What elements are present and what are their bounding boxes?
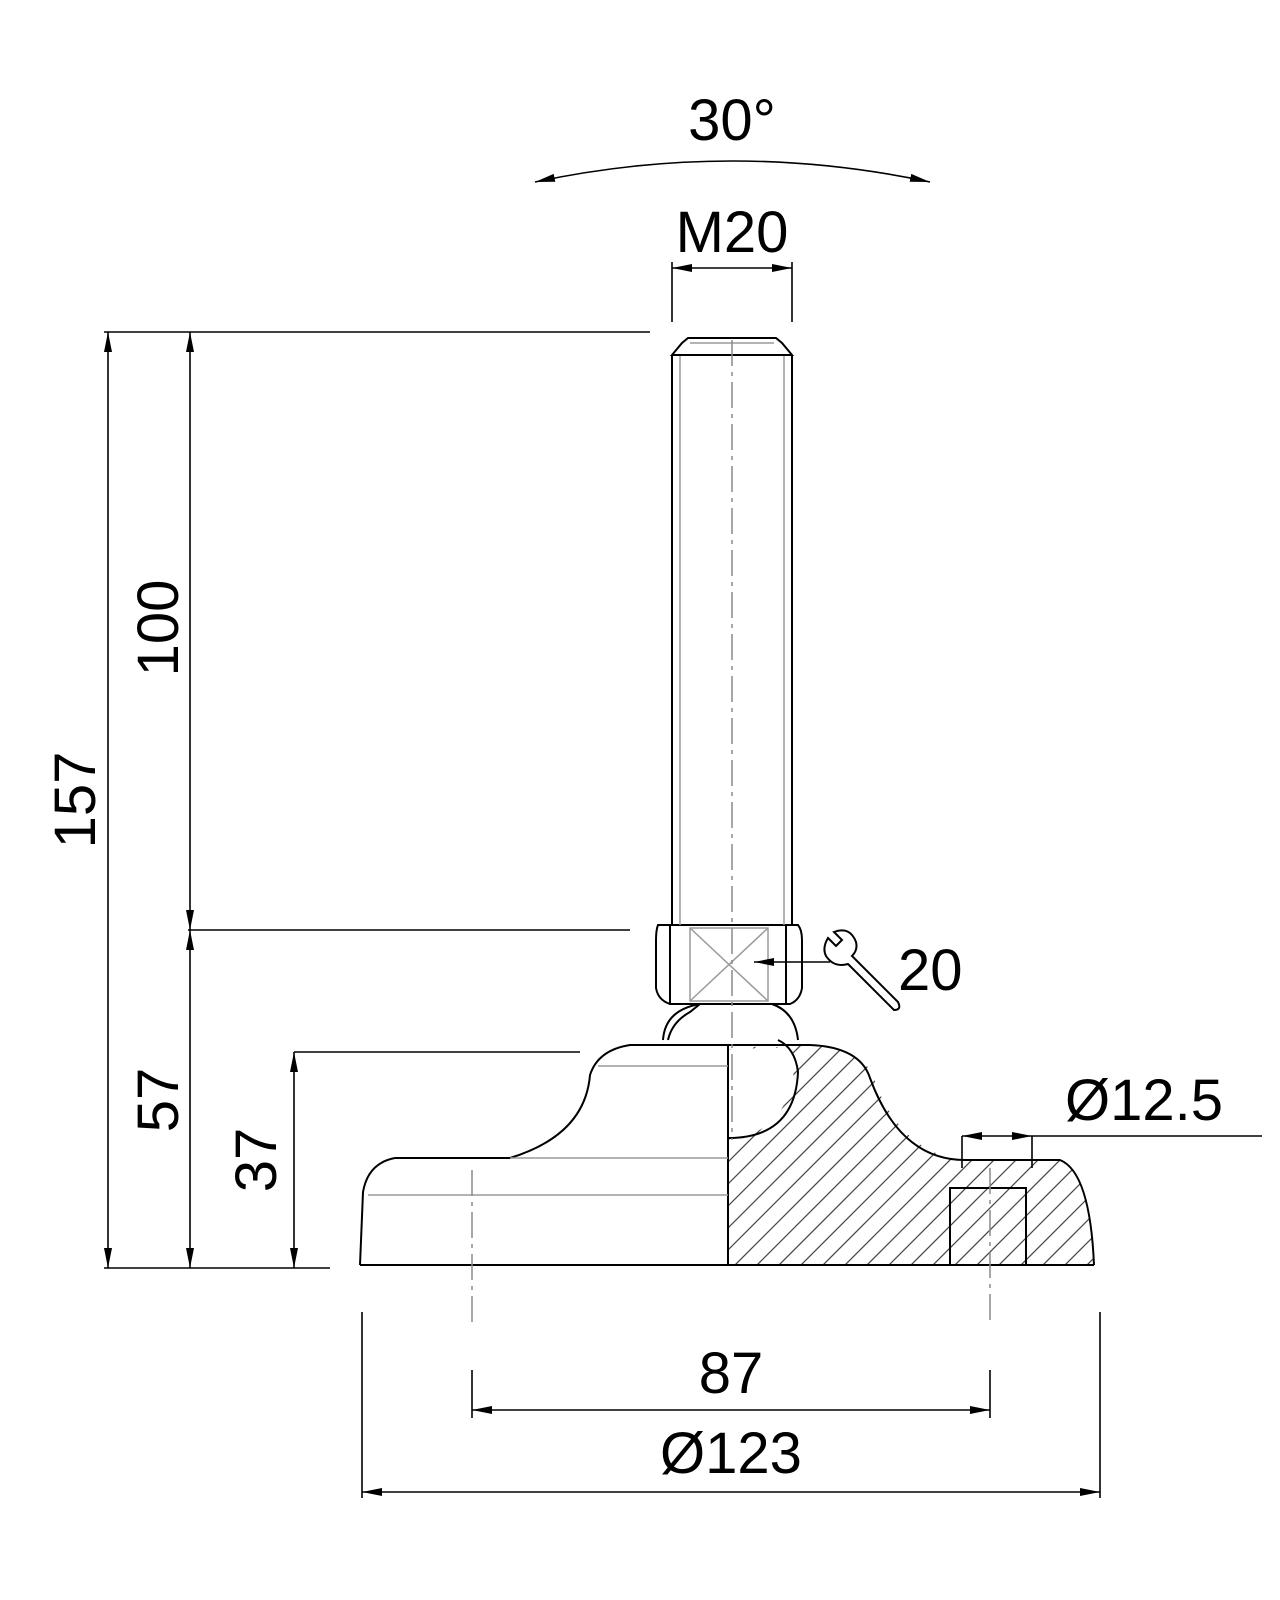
base-diameter-label: Ø123 — [660, 1421, 802, 1486]
hatch-line — [751, 1045, 993, 1265]
hatch-line — [817, 1045, 1059, 1265]
hatch-line — [728, 1045, 883, 1265]
hatch-line — [728, 1045, 949, 1265]
hatch-line — [1081, 1045, 1094, 1265]
foot-height-label: 37 — [224, 1128, 289, 1193]
threaded-stud — [669, 337, 795, 925]
hatch-line — [1059, 1045, 1094, 1265]
wrench-icon — [823, 929, 901, 1012]
wrench-size-label: 20 — [898, 938, 963, 1003]
hatch-line — [773, 1045, 1015, 1265]
wrench-callout: 20 — [754, 929, 963, 1012]
hatch-line — [1037, 1045, 1094, 1265]
stud-length-label: 100 — [126, 580, 191, 677]
hatch-line — [883, 1045, 1094, 1265]
hatch-line — [1104, 1030, 1280, 1270]
hole-spacing-label: 87 — [699, 1341, 764, 1406]
angle-dimension: 30° — [534, 88, 931, 183]
hatch-line — [1192, 1030, 1280, 1270]
hatch-line — [949, 1045, 1094, 1265]
hatch-line — [927, 1045, 1094, 1265]
total-height-label: 157 — [43, 752, 108, 849]
thread-dimension: M20 — [671, 200, 793, 322]
thread-label: M20 — [676, 200, 789, 265]
hex-nut — [655, 924, 803, 1005]
height-dimensions: 157 100 57 37 — [43, 331, 650, 1269]
hatch-line — [1214, 1030, 1280, 1270]
hatch-line — [795, 1045, 1037, 1265]
hatch-line — [1015, 1045, 1094, 1265]
hatch-line — [861, 1045, 1094, 1265]
hole-spacing-dimension: 87 — [471, 1341, 991, 1418]
hatch-line — [1126, 1030, 1280, 1270]
base-foot — [359, 1039, 1095, 1266]
base-height-label: 57 — [126, 1068, 191, 1133]
hatch-line — [728, 1045, 905, 1265]
base-diameter-dimension: Ø123 — [361, 1312, 1101, 1498]
hatch-line — [1148, 1030, 1280, 1270]
hatch-line — [993, 1045, 1094, 1265]
hatch-line — [839, 1045, 1081, 1265]
hatch-line — [728, 1045, 861, 1265]
hatch-line — [729, 1045, 971, 1265]
hatch-line — [1170, 1030, 1280, 1270]
angle-label: 30° — [688, 88, 776, 153]
center-lines — [471, 340, 991, 1322]
hatch-line — [1258, 1030, 1280, 1270]
hole-diameter-dimension: Ø12.5 — [961, 1068, 1262, 1168]
hole-diameter-label: Ø12.5 — [1065, 1068, 1223, 1133]
ball-joint — [662, 1003, 799, 1041]
hatch-line — [1236, 1030, 1280, 1270]
